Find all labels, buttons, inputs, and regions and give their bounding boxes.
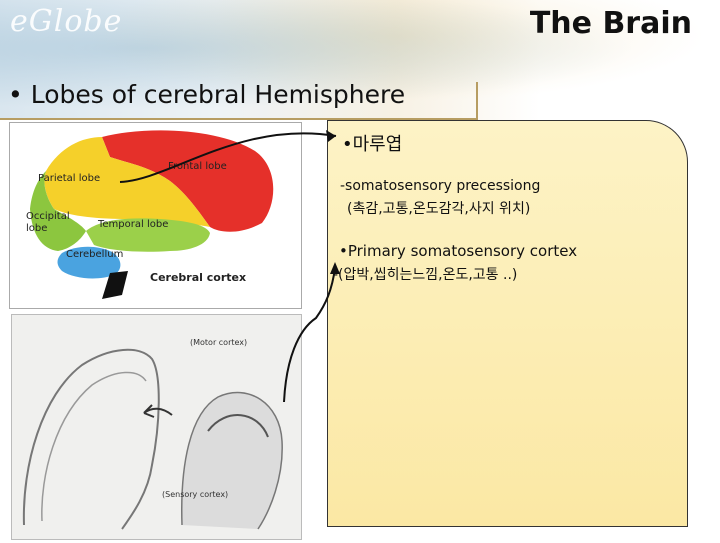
temporal-lobe-region xyxy=(86,218,210,252)
arrowhead-lobe xyxy=(326,130,336,142)
connector-arrow-cortex xyxy=(283,267,336,403)
note-lobe-heading: •마루엽 xyxy=(342,134,403,155)
note-somatosensory: -somatosensory precessiong xyxy=(340,178,541,194)
occipital-lobe-label-1: Occipital xyxy=(26,211,70,222)
cerebral-cortex-label: Cerebral cortex xyxy=(150,271,246,284)
notes-panel xyxy=(327,120,688,527)
logo-watermark: eGlobe xyxy=(10,4,123,39)
parietal-lobe-label: Parietal lobe xyxy=(38,173,100,184)
slide-subtitle: •Lobes of cerebral Hemisphere xyxy=(8,80,405,109)
cerebellum-region xyxy=(57,246,121,279)
note-primary-cortex-detail: -(압박,씹히는느낌,온도,고통 ..) xyxy=(333,267,518,283)
occipital-lobe-region xyxy=(30,171,86,251)
frontal-lobe-label: Frontal lobe xyxy=(168,161,227,172)
brain-lobes-diagram: Frontal lobe Parietal lobe Occipital lob… xyxy=(9,122,302,309)
header-background xyxy=(0,0,720,120)
cortex-sketch-illustration: (Motor cortex) (Sensory cortex) xyxy=(22,338,283,530)
frontal-lobe-region xyxy=(102,130,274,232)
brain-lobes-illustration: Frontal lobe Parietal lobe Occipital lob… xyxy=(26,130,274,299)
connector-arrow-lobe xyxy=(119,132,337,183)
title-divider xyxy=(476,82,478,120)
motor-cortex-label: (Motor cortex) xyxy=(190,338,247,347)
note-primary-cortex: •Primary somatosensory cortex xyxy=(339,242,578,260)
sensory-cortex-label: (Sensory cortex) xyxy=(162,490,228,499)
subtitle-text: Lobes of cerebral Hemisphere xyxy=(30,80,406,109)
title-underline xyxy=(0,118,478,120)
arrowhead-cortex xyxy=(330,262,340,274)
slide-title: The Brain xyxy=(529,6,692,41)
temporal-lobe-label: Temporal lobe xyxy=(97,219,168,230)
bullet-icon: • xyxy=(8,80,23,109)
cerebellum-label: Cerebellum xyxy=(66,249,123,260)
occipital-lobe-label-2: lobe xyxy=(26,223,47,234)
brain-stem-region xyxy=(102,271,128,299)
note-somatosensory-detail: (촉감,고통,온도감각,사지 위치) xyxy=(347,201,531,217)
